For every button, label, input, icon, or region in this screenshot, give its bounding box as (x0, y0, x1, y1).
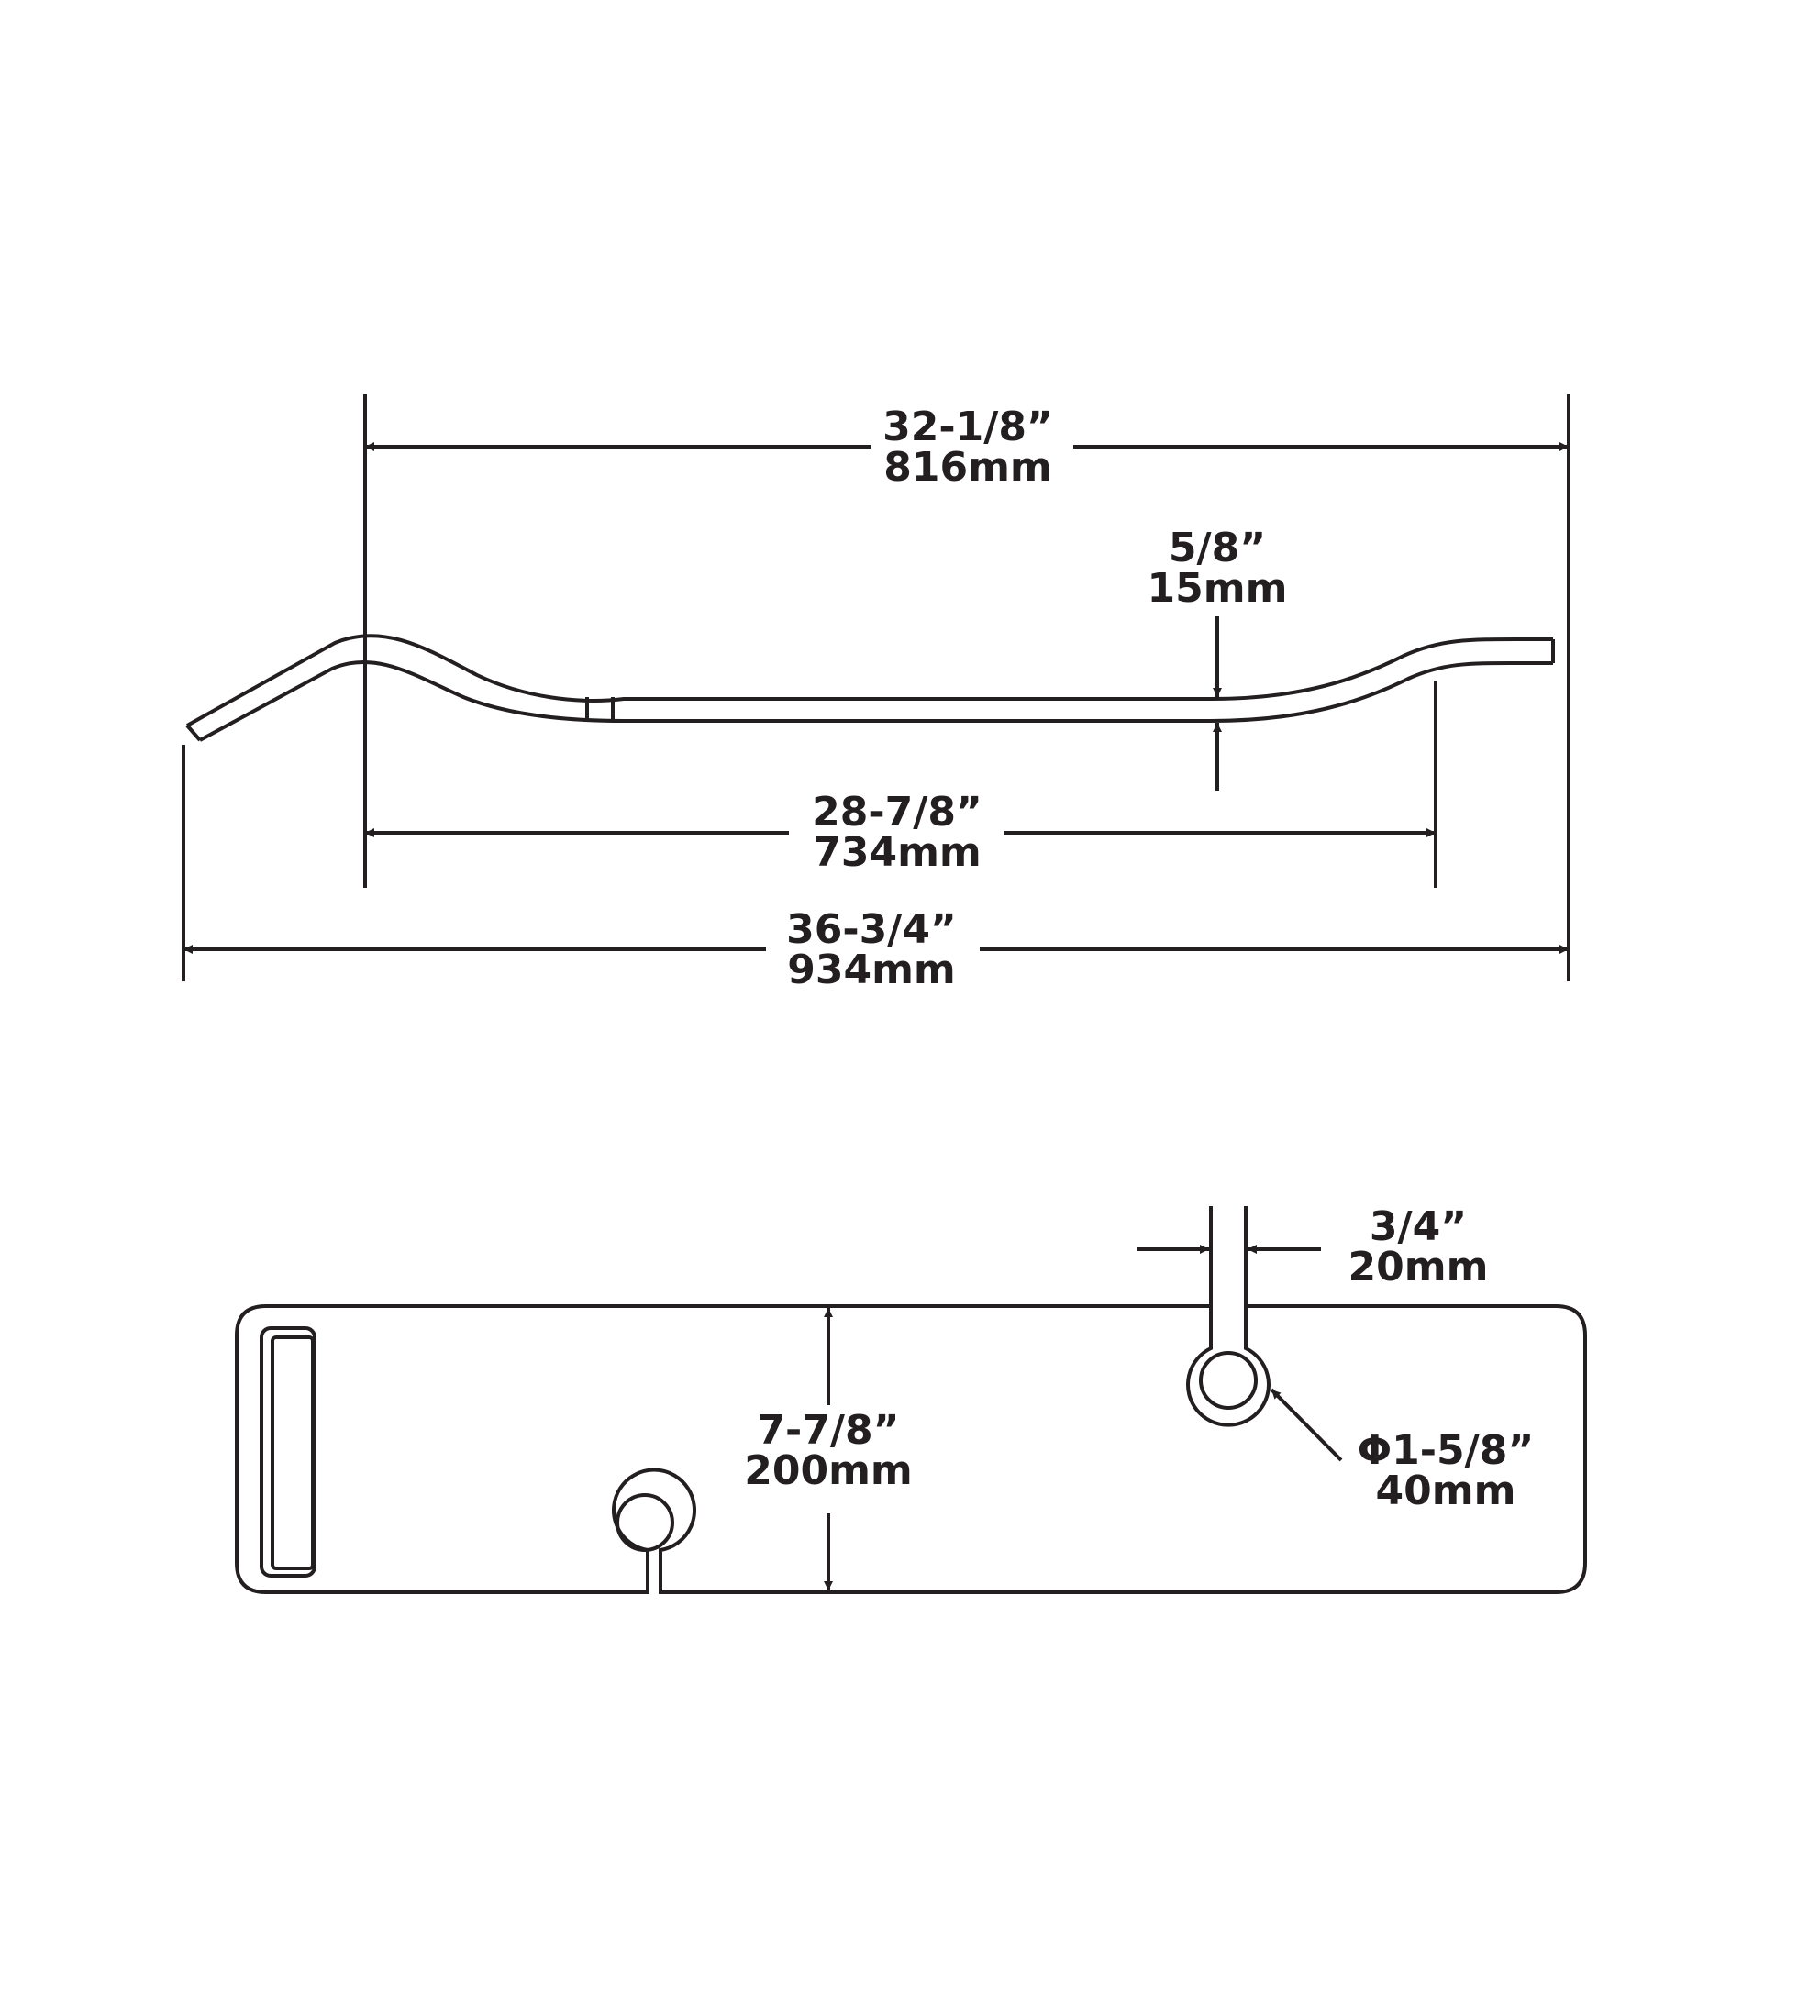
bar-span-inch: 32-1/8” (882, 404, 1053, 450)
keyhole-bottom-ring (616, 1493, 674, 1552)
plate-height-inch: 7-7/8” (757, 1407, 899, 1454)
dim-overall-width: 36-3/4” 934mm (183, 906, 1569, 993)
slot-width-inch: 3/4” (1370, 1203, 1467, 1250)
hole-diameter-inch: Φ1-5/8” (1358, 1427, 1535, 1474)
thickness-mm: 15mm (1148, 565, 1288, 612)
grip-slot (260, 1326, 316, 1578)
overall-width-mm: 934mm (787, 947, 956, 993)
bar-span-mm: 816mm (883, 444, 1052, 491)
slot-width-mm: 20mm (1348, 1244, 1489, 1290)
dim-bar-span: 32-1/8” 816mm (365, 404, 1569, 491)
dim-plate-height: 7-7/8” 200mm (744, 1308, 913, 1590)
inner-span-inch: 28-7/8” (812, 789, 982, 836)
dim-hole-diameter: Φ1-5/8” 40mm (1270, 1388, 1535, 1514)
bar-side-profile (185, 634, 1555, 742)
side-view: 32-1/8” 816mm 5/8” 15mm 28-7/8” 734mm 36… (182, 394, 1570, 993)
top-view: 7-7/8” 200mm 3/4” 20mm Φ1-5/8” 40mm (235, 1203, 1587, 1594)
dim-inner-span: 28-7/8” 734mm (365, 789, 1436, 876)
inner-span-mm: 734mm (813, 829, 982, 876)
overall-width-inch: 36-3/4” (786, 906, 957, 953)
keyhole-top-ring (1199, 1351, 1258, 1410)
extension-lines (182, 394, 1570, 981)
thickness-inch: 5/8” (1169, 525, 1266, 571)
plate-height-mm: 200mm (744, 1447, 913, 1494)
dim-thickness: 5/8” 15mm (1148, 525, 1288, 791)
dim-slot-width: 3/4” 20mm (1138, 1203, 1488, 1306)
hole-diameter-mm: 40mm (1376, 1468, 1516, 1514)
